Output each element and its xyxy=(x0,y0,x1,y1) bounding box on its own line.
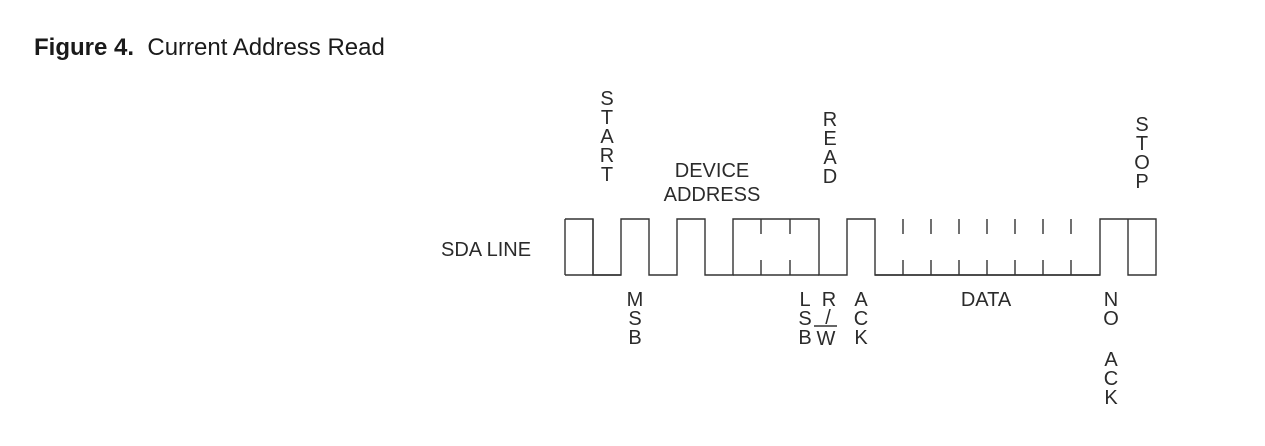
rw-slash-label: / xyxy=(825,307,831,329)
figure-number: Figure 4. xyxy=(34,34,135,61)
data-label: DATA xyxy=(961,289,1012,311)
rw-w-label: W xyxy=(817,328,836,350)
figure-caption: Current Address Read xyxy=(147,34,385,61)
figure-title: Figure 4. Current Address Read xyxy=(34,34,385,62)
rw-r-label: R xyxy=(822,289,836,311)
sda-line-label: SDA LINE xyxy=(441,239,531,261)
device-address-label-1: DEVICE xyxy=(675,160,749,182)
device-address-label-2: ADDRESS xyxy=(664,184,761,206)
sda-waveform xyxy=(565,218,1157,276)
